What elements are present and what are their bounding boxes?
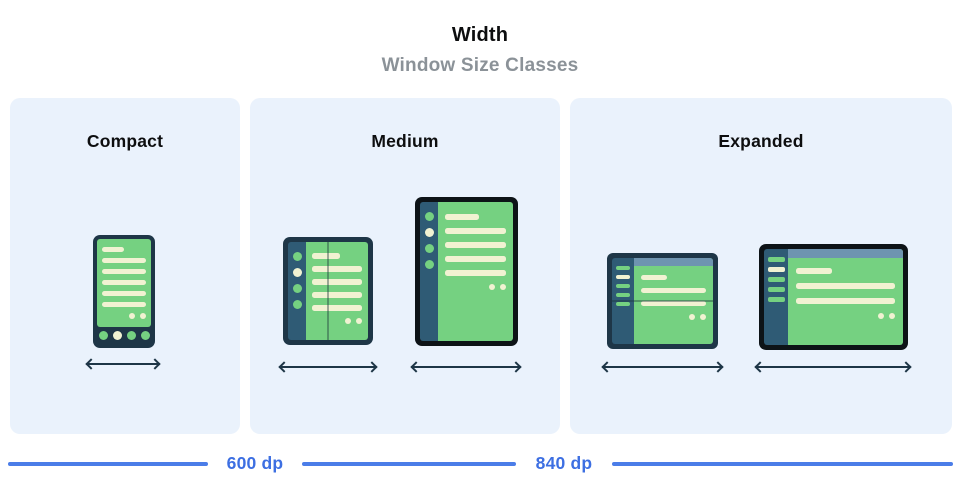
expanded-laptop-width-arrow-icon [757, 366, 909, 368]
nav-dot [98, 331, 108, 340]
ruler-line-segment [8, 462, 208, 466]
mock-text-line [102, 280, 146, 285]
panel-expanded-label: Expanded [718, 131, 804, 151]
mock-text-line [796, 268, 832, 274]
medium-foldable-width-arrow-icon [281, 366, 375, 368]
nav-dot [126, 331, 136, 340]
mock-action-dots [102, 313, 146, 319]
nav-rail [288, 242, 306, 340]
breakpoint-840dp-label: 840 dp [535, 453, 593, 473]
mock-text-line [445, 228, 506, 234]
fold-crease [327, 242, 329, 340]
mock-text-line [312, 253, 340, 259]
sidebar-item-bar [616, 266, 630, 270]
content-area [438, 202, 513, 341]
breakpoint-600dp-label: 600 dp [226, 453, 284, 473]
sidebar-item-bar [616, 302, 630, 306]
mock-text-line [102, 302, 146, 307]
rail-dot [424, 212, 434, 221]
sidebar-item-bar [767, 257, 785, 262]
nav-rail [420, 202, 438, 341]
nav-dot [112, 331, 122, 340]
mock-text-line [445, 270, 506, 276]
panel-expanded: Expanded [570, 98, 952, 434]
figure-subtitle: Window Size Classes [381, 55, 579, 76]
nav-sidebar [612, 258, 634, 344]
sidebar-item-bar [616, 284, 630, 288]
fold-crease [612, 300, 713, 302]
nav-sidebar [764, 249, 788, 345]
content-area [634, 258, 713, 344]
compact-width-arrow-icon [88, 363, 158, 365]
phone-device [93, 235, 155, 348]
sidebar-item-bar [767, 287, 785, 292]
rail-dot [424, 260, 434, 269]
panel-medium: Medium [250, 98, 560, 434]
sidebar-item-bar [616, 293, 630, 297]
phone-screen [97, 239, 151, 327]
rail-dot [424, 228, 434, 237]
app-top-bar [634, 258, 713, 266]
content-body [634, 266, 713, 344]
mock-text-line [102, 247, 124, 252]
foldable-landscape-screen [612, 258, 713, 344]
ruler-line-segment [302, 462, 516, 466]
figure-header: Width Window Size Classes [0, 24, 960, 77]
mock-text-line [312, 279, 362, 285]
app-top-bar [788, 249, 903, 258]
mock-text-line [641, 301, 706, 306]
mock-text-line [445, 256, 506, 262]
mock-action-dots [796, 313, 895, 319]
ruler-line-segment [612, 462, 953, 466]
mock-text-line [312, 305, 362, 311]
rail-dot [292, 300, 302, 309]
medium-tablet-width-arrow-icon [413, 366, 519, 368]
mock-text-line [102, 258, 146, 263]
tablet-screen [420, 202, 513, 341]
rail-dot [292, 268, 302, 277]
mock-text-line [796, 298, 895, 304]
sidebar-item-bar [767, 297, 785, 302]
phone-nav-bar [97, 327, 151, 344]
mock-text-line [102, 269, 146, 274]
content-area [306, 242, 368, 340]
rail-dot [424, 244, 434, 253]
laptop-screen [764, 249, 903, 345]
mock-text-line [641, 275, 667, 280]
panel-medium-label: Medium [371, 131, 439, 151]
nav-dot [140, 331, 150, 340]
mock-text-line [312, 266, 362, 272]
laptop-window-device [759, 244, 908, 350]
content-body [788, 258, 903, 345]
panel-compact-label: Compact [86, 131, 164, 151]
tablet-portrait-device [415, 197, 518, 346]
sidebar-item-bar [767, 267, 785, 272]
rail-dot [292, 284, 302, 293]
figure-title: Width [451, 24, 509, 46]
mock-text-line [312, 292, 362, 298]
mock-text-line [445, 214, 479, 220]
mock-text-line [796, 283, 895, 289]
foldable-screen [288, 242, 368, 340]
sidebar-item-bar [616, 275, 630, 279]
foldable-landscape-device [607, 253, 718, 349]
mock-text-line [102, 291, 146, 296]
panel-compact: Compact [10, 98, 240, 434]
mock-text-line [445, 242, 506, 248]
rail-dot [292, 252, 302, 261]
mock-action-dots [312, 318, 362, 324]
mock-action-dots [641, 314, 706, 320]
sidebar-item-bar [767, 277, 785, 282]
mock-action-dots [445, 284, 506, 290]
expanded-foldable-width-arrow-icon [604, 366, 721, 368]
mock-text-line [641, 288, 706, 293]
content-area [788, 249, 903, 345]
foldable-open-device [283, 237, 373, 345]
